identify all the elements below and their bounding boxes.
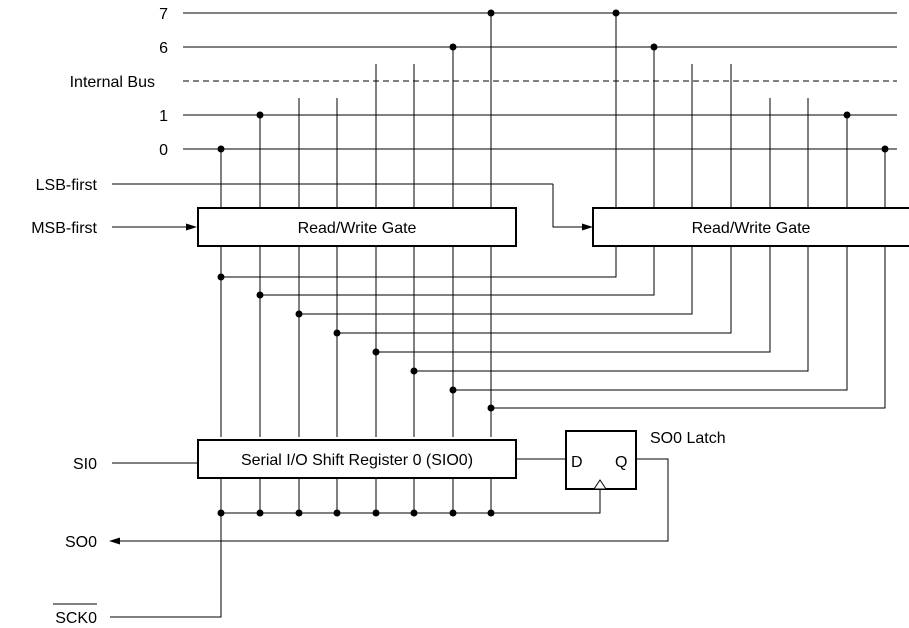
so0-latch-q-label: Q	[615, 454, 627, 471]
read-write-gate-right-label: Read/Write Gate	[692, 220, 811, 237]
read-write-gate-left	[197, 207, 517, 247]
lsb-first-arrowhead	[582, 223, 593, 231]
shift-register-label: Serial I/O Shift Register 0 (SIO0)	[241, 452, 473, 469]
latch-q-output-wire	[118, 458, 669, 542]
so0-label: SO0	[65, 534, 97, 551]
right-gate-bit-columns	[221, 13, 886, 409]
bus-label-bit7: 7	[159, 6, 168, 23]
bus-label-bit0: 0	[159, 142, 168, 159]
so0-latch-d-label: D	[571, 454, 583, 471]
junction-dots	[217, 9, 889, 517]
bus-label-bit1: 1	[159, 108, 168, 125]
read-write-gate-left-label: Read/Write Gate	[298, 220, 417, 237]
sck0-label: SCK0	[55, 610, 97, 627]
shift-register-box	[197, 439, 517, 479]
si0-label: SI0	[73, 456, 97, 473]
so0-latch-clock-triangle	[593, 479, 607, 490]
msb-first-label: MSB-first	[31, 220, 97, 237]
read-write-gate-right	[592, 207, 909, 247]
lsb-first-label: LSB-first	[36, 177, 98, 194]
internal-bus-label: Internal Bus	[70, 74, 155, 91]
so0-latch-title: SO0 Latch	[650, 430, 726, 447]
msb-first-arrowhead	[186, 223, 197, 231]
bus-label-bit6: 6	[159, 40, 168, 57]
lsb-first-wire-to-right-gate	[552, 184, 584, 228]
so0-output-arrowhead	[109, 537, 120, 545]
shift-register-output-bus	[110, 476, 601, 618]
